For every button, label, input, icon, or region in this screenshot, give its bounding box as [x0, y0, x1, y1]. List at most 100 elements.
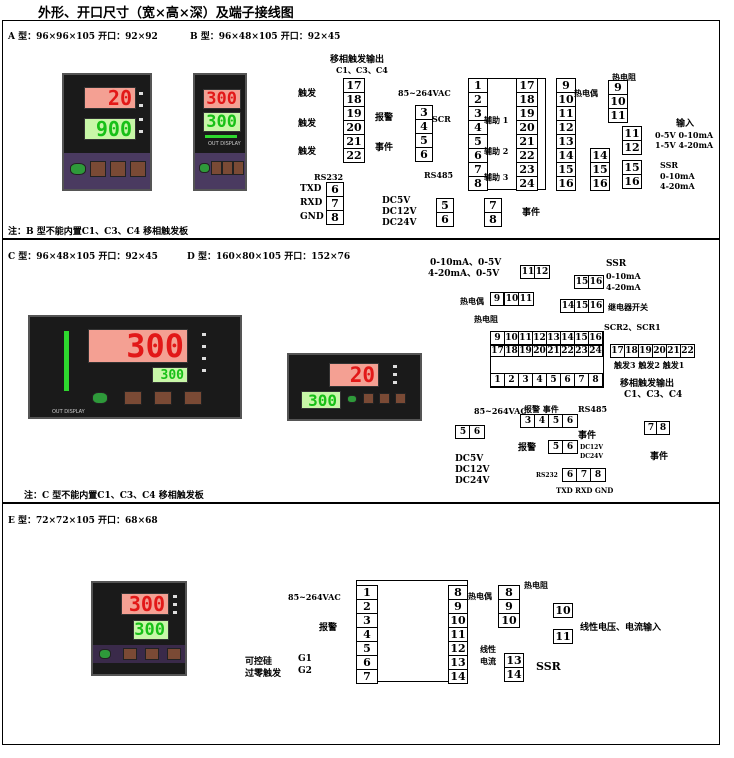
b-down-key[interactable]: [222, 161, 233, 175]
p2-ssr-opt1: 0-10mA: [606, 271, 641, 281]
b-up-key[interactable]: [233, 161, 244, 175]
d-spec: D 型：160×80×105 开口：152×76: [187, 252, 351, 262]
device-c: 300 300 OUT DISPLAY: [28, 315, 242, 419]
p2-top-term-10: 10: [504, 331, 519, 345]
scr-16: 16: [590, 176, 610, 191]
d-up-key[interactable]: [395, 393, 406, 404]
c-up-key[interactable]: [184, 391, 202, 405]
p2-top2-term-17: 17: [490, 345, 505, 357]
panel-e: [2, 502, 720, 745]
a-led-ass2: [139, 118, 143, 121]
p3-right-term-13: 13: [448, 655, 468, 670]
rs485-label: RS485: [424, 170, 454, 180]
c-led-1: [202, 333, 206, 336]
p3-left-term-2: 2: [356, 599, 378, 614]
p1-right-term-16: 16: [556, 176, 576, 191]
trig-3: 触发: [298, 147, 317, 157]
p1-left-term-20: 20: [343, 120, 365, 135]
p2-dc-6: 6: [469, 425, 485, 439]
p2-event-b: 事件: [650, 452, 669, 462]
d-set-key[interactable]: [347, 395, 357, 403]
p1-right-term-12: 12: [556, 120, 576, 135]
e-rtd: 热电阻: [524, 580, 548, 590]
b-set-key[interactable]: [199, 163, 210, 173]
e-lin-10: 10: [553, 603, 573, 618]
a-up-key[interactable]: [130, 161, 146, 177]
input-opt2: 1-5V 4-20mA: [655, 140, 714, 150]
p2-top-term-9: 9: [490, 331, 505, 345]
aux1-label: 辅助 1: [484, 115, 509, 125]
panel-a-b: [2, 20, 720, 240]
p2-ext-term-22: 22: [680, 344, 695, 358]
ssr-15: 15: [622, 160, 642, 175]
e-spec: E 型：72×72×105 开口：68×68: [8, 516, 158, 526]
e-power: 85~264VAC: [288, 592, 341, 602]
rxd-label: RXD: [300, 198, 323, 208]
p2-ev-8: 8: [656, 421, 670, 435]
e-led-1: [173, 595, 177, 598]
term-3a: 3: [415, 105, 433, 120]
p2-top2-term-18: 18: [504, 345, 519, 357]
e-led-3: [173, 611, 177, 614]
c-down-key[interactable]: [154, 391, 172, 405]
retrans-title: 移相触发输出: [330, 55, 385, 65]
e-set-key[interactable]: [99, 649, 111, 659]
e-shift-key[interactable]: [123, 648, 137, 660]
p2-top2-term-23: 23: [574, 345, 589, 357]
p2-bot-term-3: 3: [518, 373, 533, 387]
c-bargraph: [64, 331, 69, 391]
input-opt1: 0-5V 0-10mA: [655, 130, 714, 140]
a-sv-display: 900: [84, 118, 136, 140]
d-shift-key[interactable]: [363, 393, 374, 404]
c-led-3: [202, 357, 206, 360]
txd-label: TXD: [300, 184, 322, 194]
term-8: 8: [326, 210, 344, 225]
e-linear: 线性: [480, 644, 496, 654]
p3-left-term-4: 4: [356, 627, 378, 642]
a-shift-key[interactable]: [90, 161, 106, 177]
p3-left-term-1: 1: [356, 585, 378, 600]
b-shift-key[interactable]: [211, 161, 222, 175]
panel1-note: 注：B 型不能内置C1、C3、C4 移相触发板: [8, 227, 189, 237]
d-down-key[interactable]: [379, 393, 390, 404]
a-down-key[interactable]: [110, 161, 126, 177]
p1-midl-term-1: 1: [468, 78, 488, 93]
p2-aux: 报警 事件: [524, 404, 559, 414]
e-up-key[interactable]: [167, 648, 181, 660]
gnd-label: GND: [300, 212, 324, 222]
aux2-label: 辅助 2: [484, 146, 509, 156]
p2-ext-term-20: 20: [652, 344, 667, 358]
d-pv-display: 20: [329, 363, 379, 387]
dc24: DC24V: [382, 218, 417, 228]
p2-ev-5: 5: [548, 414, 564, 428]
p1-left-term-21: 21: [343, 134, 365, 149]
p3-right-term-14: 14: [448, 669, 468, 684]
p3-left-term-5: 5: [356, 641, 378, 656]
panel2-note: 注：C 型不能内置C1、C3、C4 移相触发板: [24, 491, 204, 501]
c-led-2: [202, 345, 206, 348]
c-set-key[interactable]: [92, 392, 108, 404]
c-shift-key[interactable]: [124, 391, 142, 405]
p1-midr-term-17: 17: [516, 78, 538, 93]
p2-dc5: DC5V: [455, 454, 484, 464]
p1-midr-term-21: 21: [516, 134, 538, 149]
p2-dc24: DC24V: [455, 476, 490, 486]
rtd-9: 9: [608, 80, 628, 95]
e-lin-11: 11: [553, 629, 573, 644]
p3-left-term-3: 3: [356, 613, 378, 628]
device-a: 20 900: [62, 73, 152, 191]
e-down-key[interactable]: [145, 648, 159, 660]
p2-top2-term-20: 20: [532, 345, 547, 357]
e-g1: G1: [298, 654, 312, 664]
p2-bot-term-1: 1: [490, 373, 505, 387]
p2-tc-11: 11: [518, 292, 534, 306]
p2-top-term-13: 13: [546, 331, 561, 345]
range1: 0-10mA、0-5V: [430, 258, 502, 268]
p3-right-term-10: 10: [448, 613, 468, 628]
event-label-b: 事件: [522, 208, 541, 218]
p2-top2-term-24: 24: [588, 345, 603, 357]
ssr-opt2: 4-20mA: [660, 181, 695, 191]
c-sv-display: 300: [152, 367, 188, 383]
ssr-16: 16: [622, 174, 642, 189]
a-set-key[interactable]: [70, 163, 86, 175]
